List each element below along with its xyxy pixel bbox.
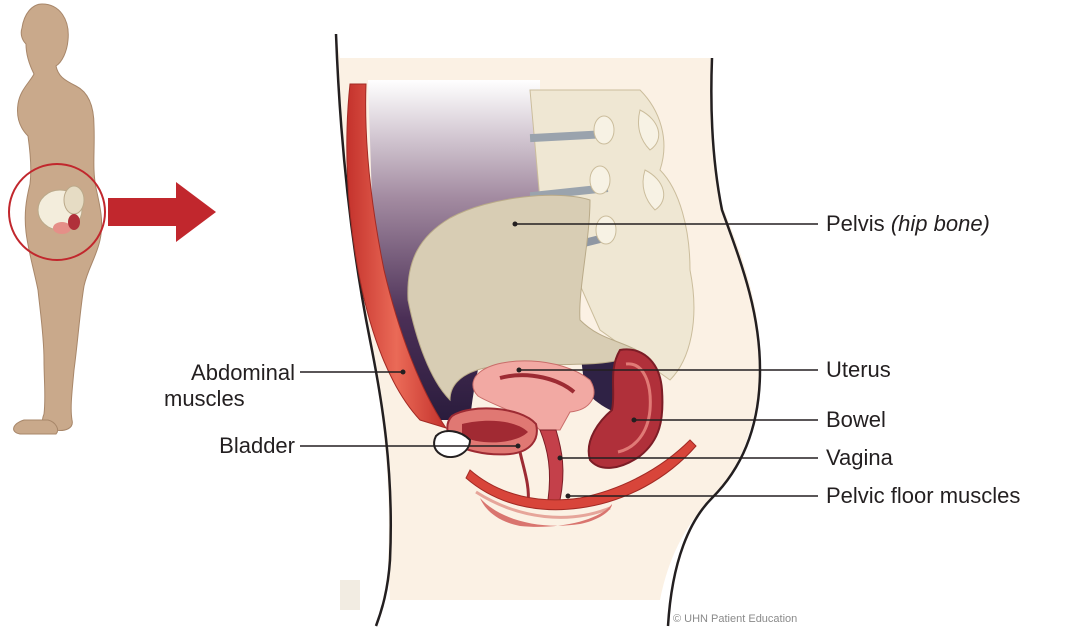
vagina-label: Vagina — [826, 445, 893, 471]
bowel-label: Bowel — [826, 407, 886, 433]
copyright-credit: © UHN Patient Education — [673, 613, 797, 625]
bladder-label: Bladder — [150, 433, 295, 459]
uterus-label: Uterus — [826, 357, 891, 383]
abdominal-label-line1: Abdominal — [150, 360, 295, 386]
pelvis-label: Pelvis (hip bone) — [826, 211, 990, 237]
pelvic-floor-label: Pelvic floor muscles — [826, 483, 1020, 509]
abdominal-label-line2: muscles — [164, 386, 245, 412]
zoom-arrow — [108, 182, 216, 242]
pelvis-label-note: (hip bone) — [891, 211, 990, 236]
pelvis-label-text: Pelvis — [826, 211, 885, 236]
